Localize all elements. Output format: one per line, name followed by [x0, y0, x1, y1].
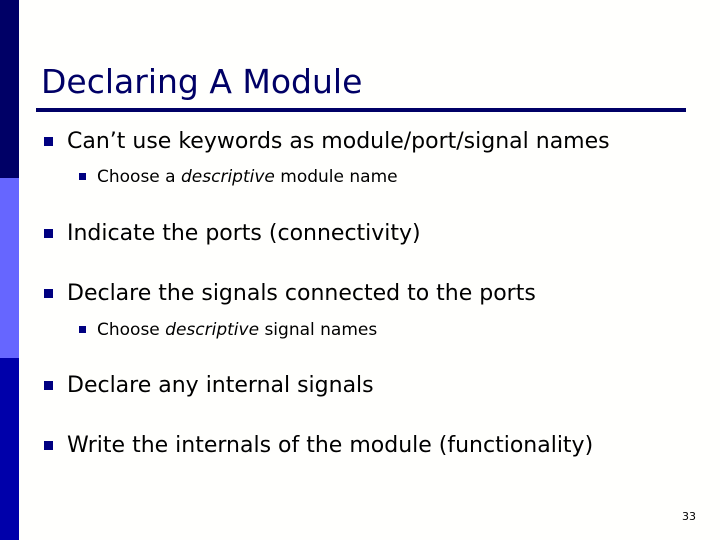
page-number: 33	[682, 510, 696, 523]
bullet-square-icon	[44, 289, 53, 298]
bullet-item: Choose a descriptive module name	[79, 166, 398, 188]
bullet-text: Declare the signals connected to the por…	[67, 281, 536, 306]
bullet-item: Can’t use keywords as module/port/signal…	[44, 128, 610, 156]
bullet-square-icon	[44, 441, 53, 450]
bullet-text: Can’t use keywords as module/port/signal…	[67, 129, 610, 154]
bullet-text: Declare any internal signals	[67, 373, 374, 398]
decorative-sidebar	[0, 0, 19, 540]
bullet-text: Indicate the ports (connectivity)	[67, 221, 421, 246]
title-underline-rule	[36, 108, 686, 112]
bullet-text: Choose a descriptive module name	[97, 167, 398, 187]
bullet-item: Declare any internal signals	[44, 372, 374, 400]
bullet-item: Choose descriptive signal names	[79, 319, 377, 341]
bullet-item: Declare the signals connected to the por…	[44, 280, 536, 308]
bullet-item: Write the internals of the module (funct…	[44, 432, 593, 460]
bullet-square-icon	[79, 326, 86, 333]
bullet-square-icon	[44, 381, 53, 390]
bullet-item: Indicate the ports (connectivity)	[44, 220, 421, 248]
bullet-square-icon	[44, 229, 53, 238]
bullet-text: Choose descriptive signal names	[97, 320, 378, 340]
bullet-square-icon	[44, 137, 53, 146]
sidebar-segment-top	[0, 0, 19, 178]
sidebar-segment-bottom	[0, 358, 19, 540]
slide-title: Declaring A Module	[41, 62, 363, 101]
sidebar-segment-middle	[0, 178, 19, 358]
bullet-text: Write the internals of the module (funct…	[67, 433, 594, 458]
bullet-square-icon	[79, 173, 86, 180]
